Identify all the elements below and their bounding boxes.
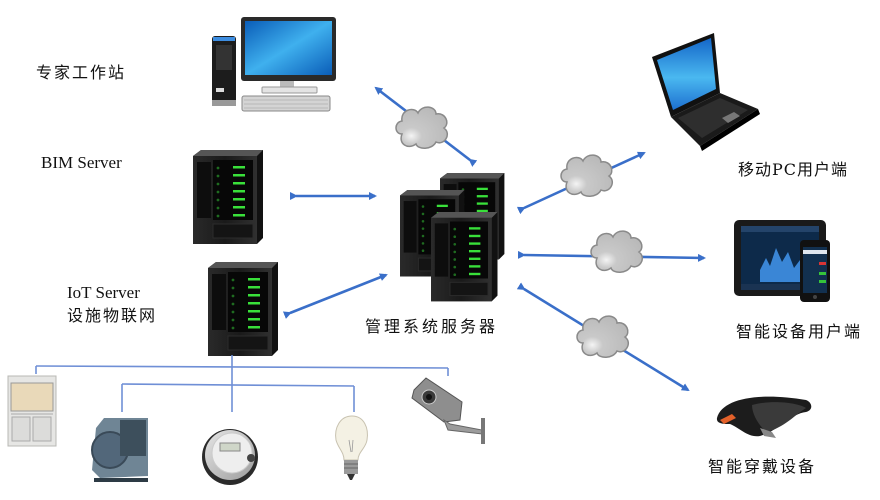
laptop-icon	[652, 33, 760, 151]
industrial-fan-blower-icon	[91, 418, 148, 482]
cloud-icon	[395, 106, 449, 150]
mixed-reality-headset-icon	[716, 396, 812, 438]
tablet-and-phone-icon	[734, 220, 830, 302]
cloud-icon	[590, 230, 644, 274]
iot-server-icon	[207, 261, 279, 357]
label-wearable: 智能穿戴设备	[708, 457, 816, 476]
arrow-iot-management	[282, 273, 388, 319]
label-smart-device: 智能设备用户端	[736, 322, 862, 341]
management-server-cluster-icon	[399, 172, 505, 302]
iot-device-tree	[35, 355, 449, 412]
light-bulb-icon	[335, 415, 368, 480]
label-management-server: 管理系统服务器	[365, 317, 498, 336]
security-camera-icon	[411, 377, 485, 444]
label-iot-facility: 设施物联网	[67, 306, 157, 325]
bim-server-icon	[192, 149, 264, 245]
desktop-computer-icon	[212, 17, 336, 112]
label-mobile-pc: 移动PC用户端	[738, 160, 848, 179]
label-expert-workstation: 专家工作站	[36, 63, 126, 82]
label-iot-server: IoT Server	[67, 283, 140, 302]
cloud-icon	[576, 315, 630, 359]
fume-hood-cabinet-icon	[7, 375, 57, 447]
electric-meter-icon	[202, 429, 258, 485]
label-bim-server: BIM Server	[41, 153, 122, 172]
cloud-icon	[560, 154, 614, 198]
